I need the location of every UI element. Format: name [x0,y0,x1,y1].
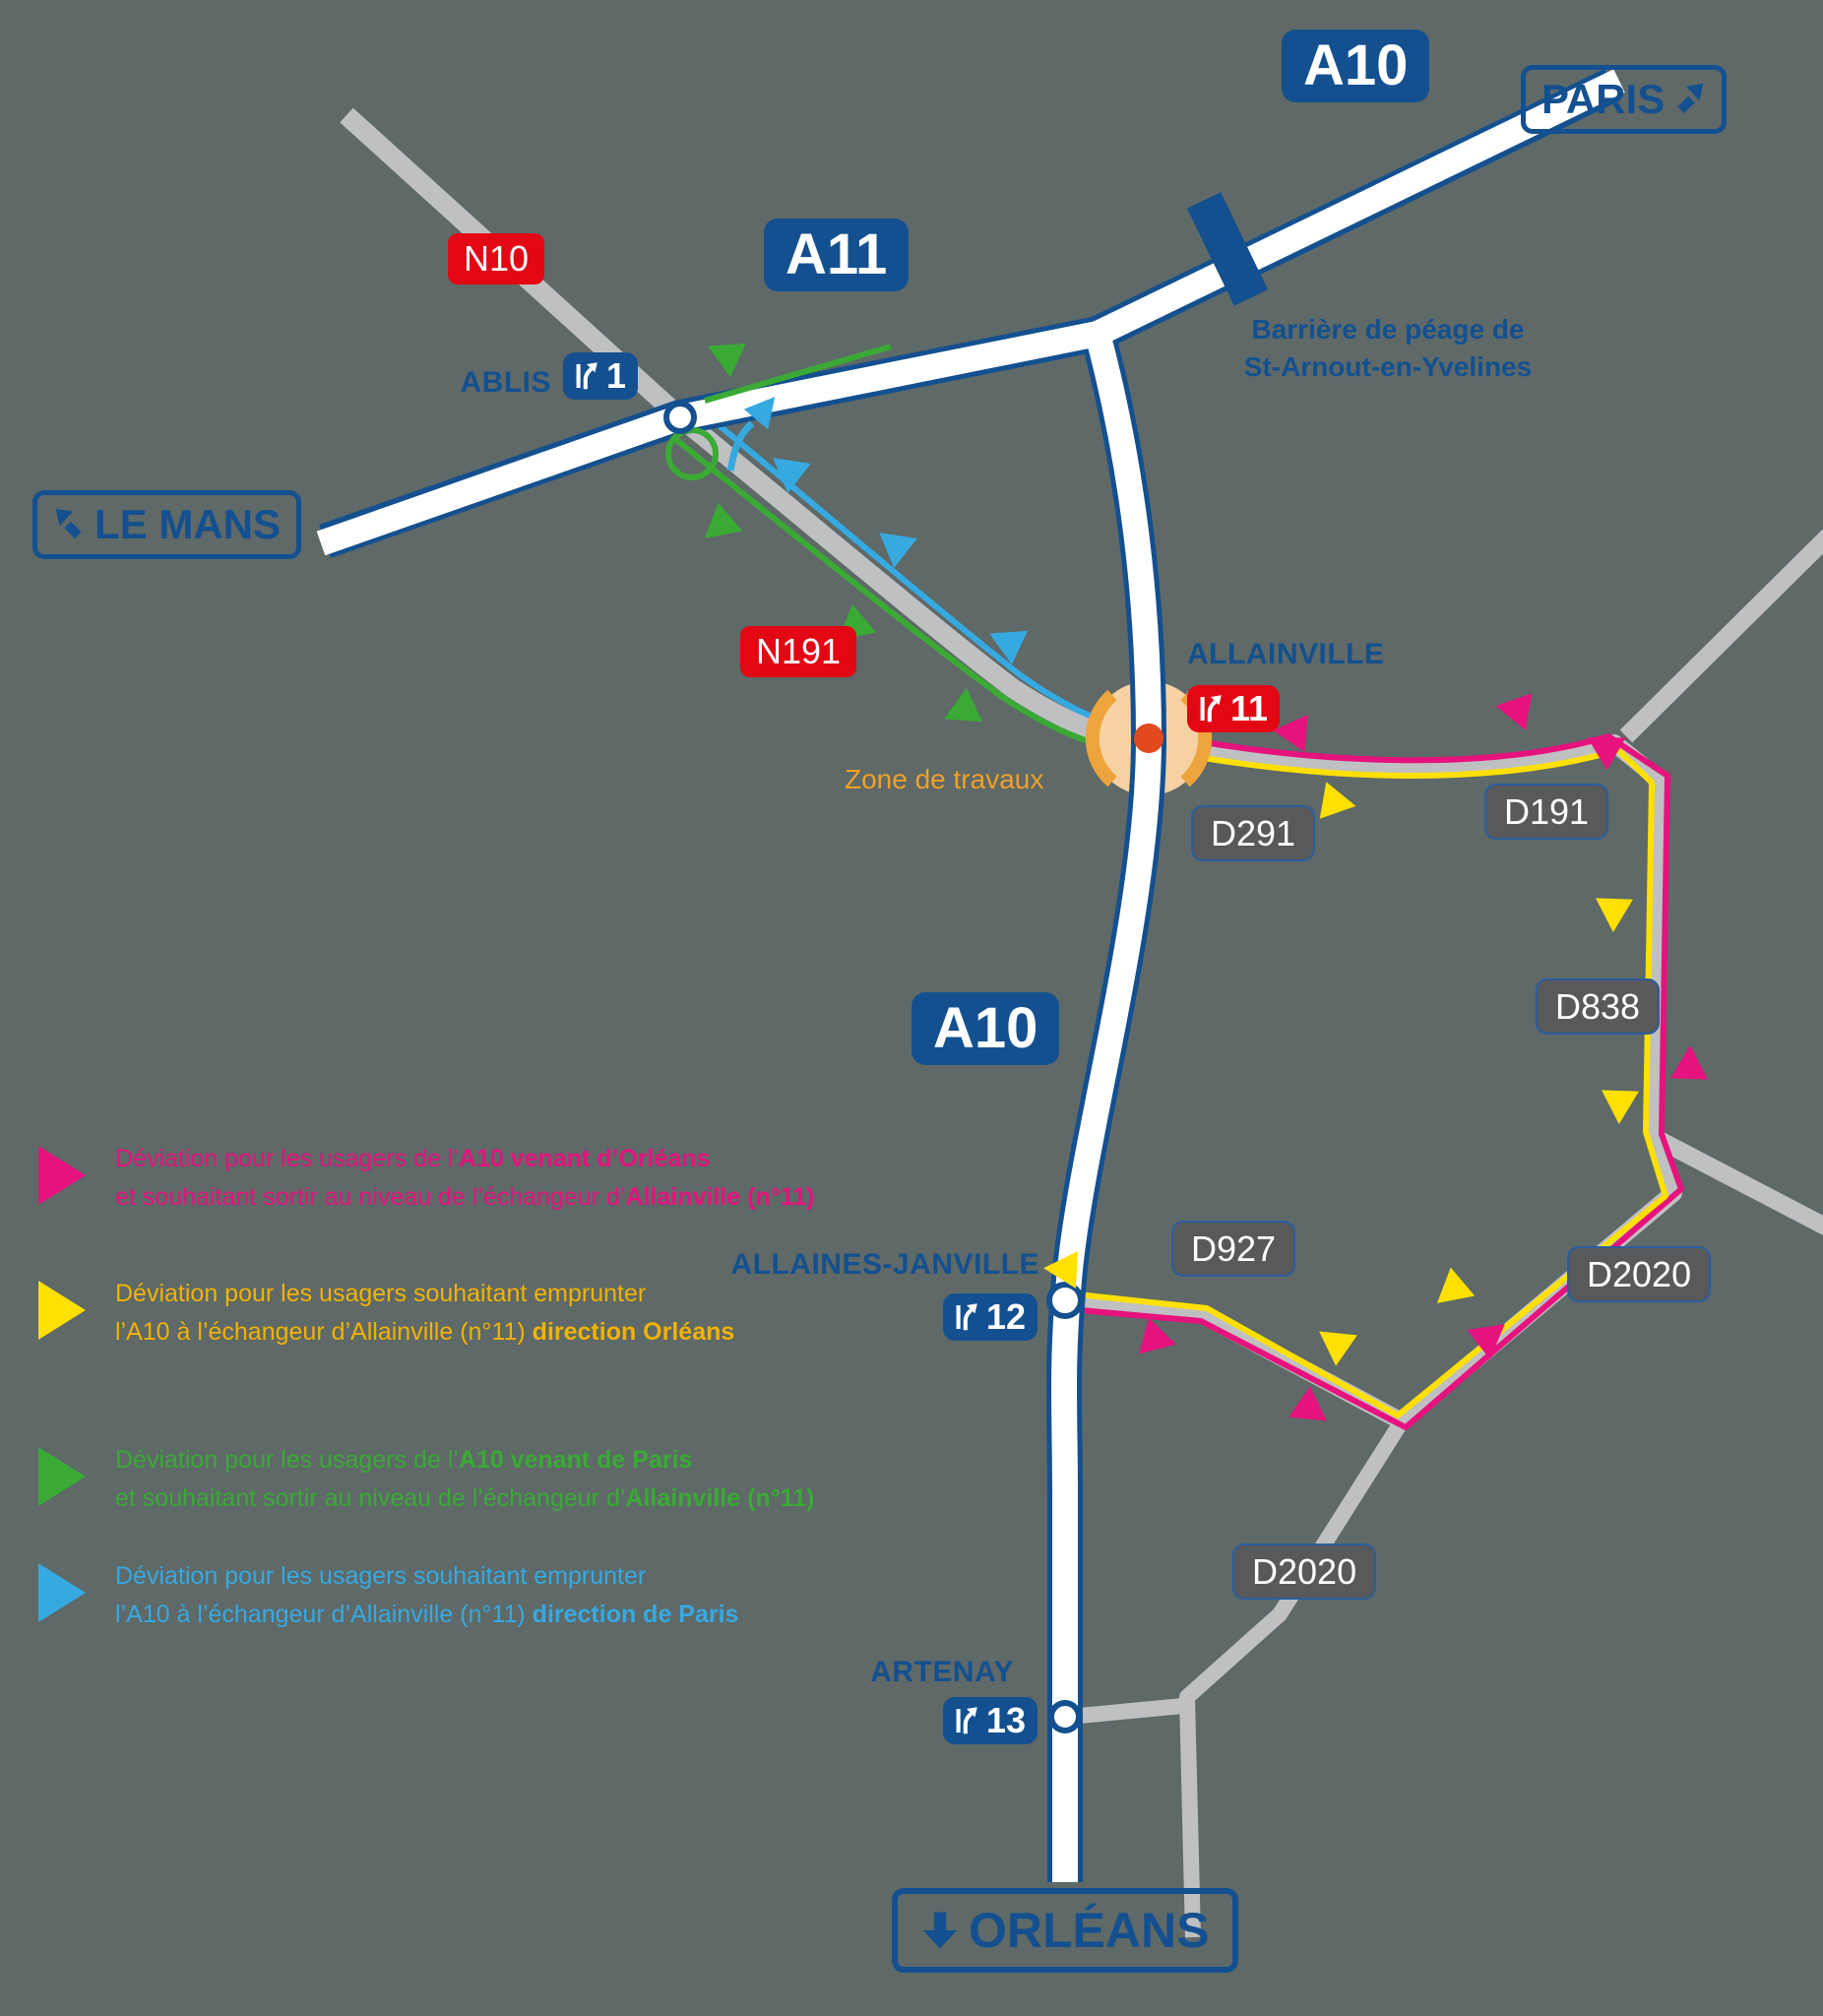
pink-route-arrow [1670,1045,1708,1080]
blue-route-arrow [879,533,917,568]
road-east-route [1068,731,1682,1430]
badge-d291: D291 [1191,805,1316,862]
badge-n191: N191 [740,626,857,677]
pink-route-arrow [1587,737,1626,771]
badge-d2020-bottom: D2020 [1232,1544,1377,1601]
yellow-route-arrow [1436,1267,1476,1303]
exit-icon [956,1707,977,1734]
green-route-arrow [944,687,983,723]
place-artenay: ARTENAY [870,1656,1014,1688]
yellow-route-arrow [1043,1251,1078,1289]
badge-n10: N10 [448,233,545,284]
legend-green-text: Déviation pour les usagers de l’A10 vena… [115,1446,815,1512]
badge-a11: A11 [764,219,910,291]
legend-yellow-text: Déviation pour les usagers souhaitant em… [115,1280,735,1346]
green-route-arrow [704,502,743,538]
blue-route-arrow [989,630,1029,665]
badge-d2020-right: D2020 [1567,1246,1712,1303]
road-exit13-east [1068,1697,1194,1725]
yellow-triangle-icon [38,1281,86,1340]
yellow-route-arrow [1319,782,1356,819]
work-zone-label: Zone de travaux [845,764,1044,794]
exit-1-badge: 1 [563,352,639,400]
pink-route-arrow [1467,1324,1505,1359]
legend-row-pink: Déviation pour les usagers de l’A10 vena… [38,1140,814,1217]
road-n191 [673,410,1150,750]
orleans-sign-label: ORLÉANS [969,1903,1210,1958]
toll-barrier-line1: Barrière de péage de [1251,314,1525,345]
place-ablis: ABLIS [460,366,551,399]
pink-route-arrow [1273,715,1308,752]
a10-main-lane [1051,330,1163,1882]
pink-route-arrow [1139,1317,1176,1354]
deviation-route-yellow [1066,745,1668,1418]
ablis-interchange [665,344,892,480]
deviation-arrows [704,343,1708,1421]
blue-onramp-curve [726,420,755,472]
yellow-route-arrow [1319,1331,1357,1366]
yellow-route-arrow [1596,898,1633,932]
exit-11-badge: 11 [1187,685,1281,732]
junction-ablis [663,401,697,434]
legend-row-green: Déviation pour les usagers de l’A10 vena… [38,1441,814,1518]
le-mans-sign-label: LE MANS [94,501,281,547]
legend-row-yellow: Déviation pour les usagers souhaitant em… [38,1275,734,1352]
orleans-sign: ORLÉANS [892,1888,1239,1973]
paris-sign-label: PARIS [1541,76,1666,122]
arrow-down-icon [923,1912,957,1949]
road-topright [1619,529,1823,743]
green-loop-ramp [665,427,719,480]
le-mans-sign: LE MANS [32,490,301,559]
badge-d191: D191 [1484,784,1609,841]
blue-onramp-arrowhead [743,397,776,430]
exit-1-number: 1 [606,355,627,396]
exit-11-number: 11 [1230,688,1269,728]
exit-icon [576,362,597,390]
pink-triangle-icon [38,1146,86,1205]
blue-triangle-icon [38,1563,86,1622]
junction-markers [663,401,1084,1733]
place-allaines-janville: ALLAINES-JANVILLE [730,1248,1039,1281]
toll-barrier-label: Barrière de péage de St-Arnout-en-Yvelin… [1102,311,1673,386]
exit-icon [956,1303,977,1331]
legend-blue-text: Déviation pour les usagers souhaitant em… [115,1562,739,1628]
place-allainville: ALLAINVILLE [1187,638,1385,670]
badge-d927: D927 [1171,1221,1296,1278]
arrow-northwest-icon [55,509,82,538]
legend-row-blue: Déviation pour les usagers souhaitant em… [38,1557,738,1634]
junction-exit12 [1046,1282,1084,1319]
green-approach-a11 [704,344,892,404]
exit-12-number: 12 [986,1296,1027,1337]
deviation-route-pink [1066,729,1684,1430]
exit-13-number: 13 [986,1700,1027,1740]
exit-13-badge: 13 [943,1697,1038,1744]
yellow-route-arrow [1602,1090,1639,1124]
badge-a10-mid: A10 [912,992,1060,1065]
blue-route-arrow [773,458,811,493]
pink-route-arrow [1495,693,1533,730]
pink-route-arrow [1289,1386,1327,1421]
green-triangle-icon [38,1447,86,1506]
exit-12-badge: 12 [943,1293,1038,1341]
arrow-northeast-icon [1677,84,1704,113]
road-d2020-south [1179,1417,1409,1938]
work-zone-crescent-left [1085,689,1117,788]
deviation-route-blue [691,402,1152,732]
work-zone-dot [1134,724,1163,753]
legend-pink-text: Déviation pour les usagers de l’A10 vena… [115,1145,815,1211]
exit-icon [1200,695,1222,723]
toll-barrier-line2: St-Arnout-en-Yvelines [1243,350,1533,382]
road-southeast [1649,1129,1823,1235]
green-route-arrow [708,343,747,378]
badge-a10-top: A10 [1282,30,1430,102]
badge-d838: D838 [1536,978,1661,1036]
toll-barrier [1186,192,1269,306]
junction-exit13 [1048,1700,1082,1733]
paris-sign: PARIS [1521,65,1728,134]
